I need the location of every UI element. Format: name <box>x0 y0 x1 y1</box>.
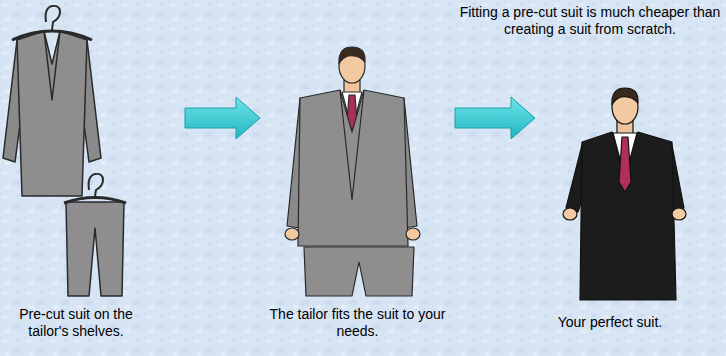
block-arrow <box>455 97 535 139</box>
suit-jacket <box>580 132 676 300</box>
stage-node: Pre-cut suit on the tailor's shelves. <box>0 6 185 350</box>
jacket-lapel <box>44 31 60 100</box>
tie <box>619 137 631 192</box>
stage-node: The tailor fits the suit to your needs. <box>260 6 455 350</box>
trousers <box>304 247 414 296</box>
note-text: Fitting a pre-cut suit is much cheaper t… <box>458 4 722 38</box>
hand <box>672 208 686 220</box>
stage-caption: Your perfect suit. <box>535 314 685 331</box>
hand <box>285 228 299 240</box>
hand <box>563 208 577 220</box>
lapel <box>340 90 364 200</box>
jacket-body <box>17 31 87 196</box>
stage-node: Your perfect suit. <box>535 6 685 350</box>
hand <box>406 228 420 240</box>
jacket-on-hanger <box>3 6 101 196</box>
jacket <box>298 90 408 246</box>
man-in-suit <box>563 88 686 300</box>
hanger-bar <box>12 31 92 40</box>
man-being-fitted <box>285 47 420 296</box>
trousers-on-hanger <box>64 174 126 296</box>
trousers <box>66 202 124 296</box>
hanger-hook <box>46 6 60 30</box>
block-arrow <box>185 97 260 139</box>
hair <box>612 88 638 105</box>
stage-caption: The tailor fits the suit to your needs. <box>260 306 455 340</box>
hanger-hook <box>89 174 103 196</box>
hair <box>339 47 365 64</box>
stage-caption: Pre-cut suit on the tailor's shelves. <box>0 306 152 340</box>
hanger-bar <box>64 198 126 204</box>
